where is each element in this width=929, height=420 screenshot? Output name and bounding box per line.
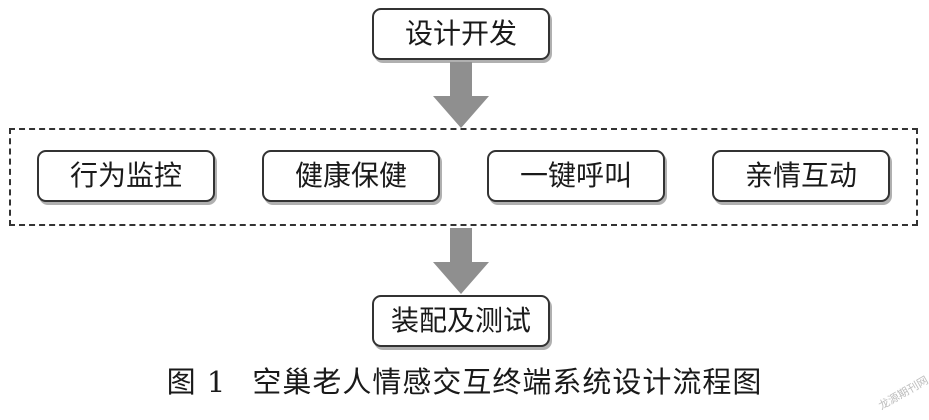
module-family-interaction: 亲情互动	[712, 150, 890, 202]
design-development-node: 设计开发	[372, 8, 550, 60]
module-label: 亲情互动	[744, 159, 857, 192]
module-label: 健康保健	[294, 159, 407, 192]
node-label: 装配及测试	[390, 304, 531, 337]
figure-title: 空巢老人情感交互终端系统设计流程图	[252, 365, 763, 399]
down-arrow-icon	[433, 228, 489, 294]
module-label: 一键呼叫	[519, 159, 632, 192]
module-one-key-call: 一键呼叫	[487, 150, 665, 202]
assembly-testing-node: 装配及测试	[372, 295, 550, 347]
module-behavior-monitoring: 行为监控	[37, 150, 215, 202]
module-label: 行为监控	[69, 159, 182, 192]
modules-group	[9, 128, 918, 226]
down-arrow-icon	[433, 62, 489, 128]
node-label: 设计开发	[404, 17, 517, 50]
module-health-care: 健康保健	[262, 150, 440, 202]
figure-number: 图 1	[166, 365, 227, 399]
figure-caption: 图 1 空巢老人情感交互终端系统设计流程图	[0, 368, 929, 397]
